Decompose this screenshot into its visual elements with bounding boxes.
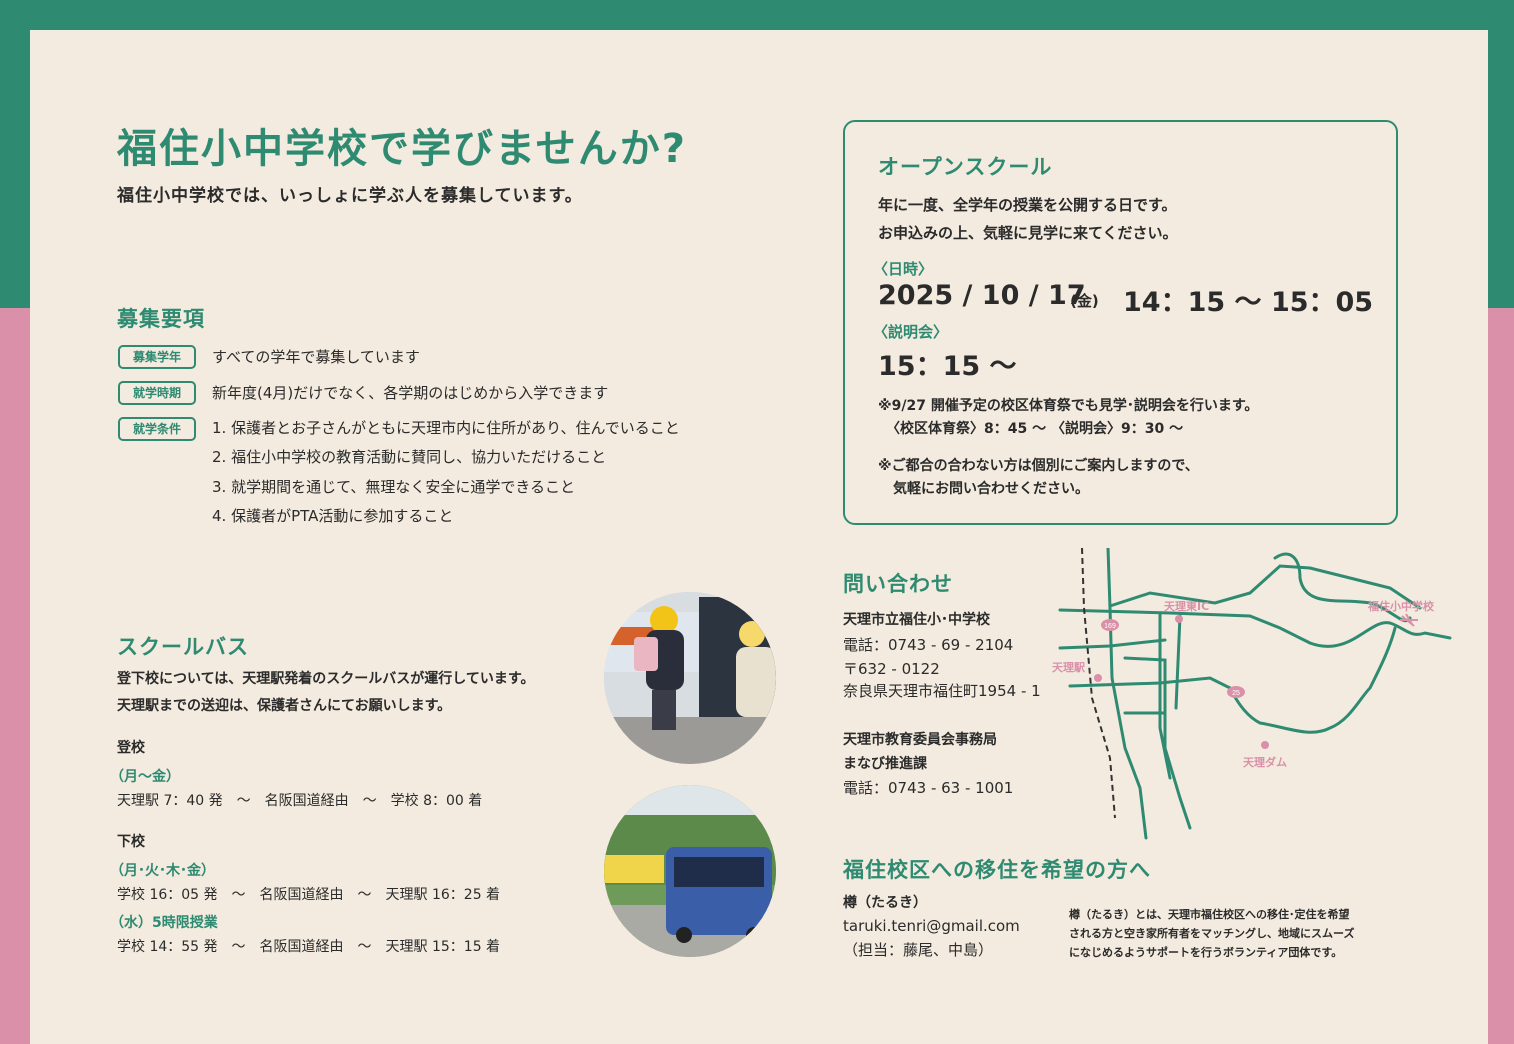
bus-back-label: 下校 bbox=[117, 834, 145, 850]
bus-go-label: 登校 bbox=[117, 740, 145, 756]
contact-heading: 問い合わせ bbox=[843, 572, 953, 596]
recruit-condition-2: 2. 福住小中学校の教育活動に賛同し、協力いただけること bbox=[212, 448, 607, 466]
bus-desc-1: 登下校については、天理駅発着のスクールバスが運行しています。 bbox=[117, 671, 535, 687]
open-desc-1: 年に一度、全学年の授業を公開する日です。 bbox=[878, 196, 1177, 214]
route-25-label: 25 bbox=[1232, 690, 1240, 697]
bus-go-route: 天理駅 7：40 発 ～ 名阪国道経由 ～ 学校 8：00 着 bbox=[117, 793, 483, 809]
bus-go-days: （月～金） bbox=[110, 769, 180, 785]
open-note-3: ※ご都合の合わない方は個別にご案内しますので、 bbox=[878, 458, 1199, 474]
page-title: 福住小中学校で学びませんか? bbox=[117, 126, 688, 172]
contact-dept: まなび推進課 bbox=[843, 756, 927, 772]
bus-heading: スクールバス bbox=[117, 635, 249, 659]
route-169-label: 169 bbox=[1104, 623, 1116, 630]
contact-address: 奈良県天理市福住町1954 - 1 bbox=[843, 682, 1041, 700]
open-briefing-label: 〈説明会〉 bbox=[873, 323, 949, 341]
route-25-badge bbox=[1227, 686, 1245, 698]
map-label-dam: 天理ダム bbox=[1243, 755, 1287, 769]
open-desc-2: お申込みの上、気軽に見学に来てください。 bbox=[878, 224, 1178, 242]
map-label-station: 天理駅 bbox=[1052, 661, 1085, 674]
bus-desc-2: 天理駅までの送迎は、保護者さんにてお願いします。 bbox=[117, 698, 452, 714]
open-date: 2025 / 10 / 17 bbox=[878, 280, 1086, 311]
open-note-2: 〈校区体育祭〉8：45 ～ 〈説明会〉9：30 ～ bbox=[886, 421, 1184, 437]
students-photo bbox=[604, 592, 776, 764]
lead-text: 福住小中学校では、いっしょに学ぶ人を募集しています。 bbox=[117, 186, 583, 206]
open-school-box bbox=[843, 120, 1398, 525]
recruit-condition-4: 4. 保護者がPTA活動に参加すること bbox=[212, 507, 454, 525]
area-map: 169 25 天理東IC 福住小中学校 天理駅 天理ダム bbox=[1052, 548, 1452, 840]
map-label-ic: 天理東IC bbox=[1164, 599, 1209, 613]
route-169-badge bbox=[1101, 619, 1119, 631]
contact-school: 天理市立福住小･中学校 bbox=[843, 612, 990, 628]
school-bus-photo bbox=[604, 785, 776, 957]
move-email[interactable]: taruki.tenri@gmail.com bbox=[843, 917, 1020, 935]
open-note-4: 気軽にお問い合わせください。 bbox=[893, 481, 1089, 497]
recruit-tag-conditions: 就学条件 bbox=[118, 417, 196, 441]
open-time: 14：15 ～ 15：05 bbox=[1123, 287, 1374, 318]
open-briefing-time: 15：15 ～ bbox=[878, 351, 1017, 382]
move-desc-3: になじめるようサポートを行うボランティア団体です。 bbox=[1069, 946, 1343, 959]
open-note-1: ※9/27 開催予定の校区体育祭でも見学･説明会を行います。 bbox=[878, 398, 1259, 414]
recruit-heading: 募集要項 bbox=[117, 307, 205, 331]
open-date-day: (金) bbox=[1070, 292, 1099, 310]
bus-wed-label: （水）5時限授業 bbox=[110, 915, 218, 931]
recruit-tag-grade: 募集学年 bbox=[118, 345, 196, 369]
recruit-condition-3: 3. 就学期間を通じて、無理なく安全に通学できること bbox=[212, 478, 576, 496]
recruit-text-grade: すべての学年で募集しています bbox=[212, 348, 420, 366]
move-desc-1: 樽（たるき）とは、天理市福住校区への移住･定住を希望 bbox=[1069, 908, 1350, 921]
open-heading: オープンスクール bbox=[878, 155, 1053, 179]
contact-tel-school: 電話：0743 - 69 - 2104 bbox=[843, 636, 1014, 654]
move-heading: 福住校区への移住を希望の方へ bbox=[843, 858, 1151, 882]
map-label-school: 福住小中学校 bbox=[1367, 599, 1435, 613]
bus-back-route: 学校 16：05 発 ～ 名阪国道経由 ～ 天理駅 16：25 着 bbox=[117, 887, 501, 903]
contact-zip: 〒632 - 0122 bbox=[843, 660, 940, 678]
bus-wed-route: 学校 14：55 発 ～ 名阪国道経由 ～ 天理駅 15：15 着 bbox=[117, 939, 501, 955]
move-desc-2: される方と空き家所有者をマッチングし、地域にスムーズ bbox=[1069, 927, 1355, 940]
recruit-condition-1: 1. 保護者とお子さんがともに天理市内に住所があり、住んでいること bbox=[212, 419, 680, 437]
recruit-tag-timing: 就学時期 bbox=[118, 381, 196, 405]
bus-back-days: （月･火･木･金） bbox=[110, 863, 215, 879]
move-person: （担当：藤尾、中島） bbox=[843, 941, 994, 959]
contact-board: 天理市教育委員会事務局 bbox=[843, 732, 997, 748]
contact-tel-board: 電話：0743 - 63 - 1001 bbox=[843, 779, 1014, 797]
move-org: 樽（たるき） bbox=[843, 895, 927, 911]
open-date-label: 〈日時〉 bbox=[873, 260, 934, 278]
recruit-text-timing: 新年度(4月)だけでなく、各学期のはじめから入学できます bbox=[212, 384, 609, 402]
